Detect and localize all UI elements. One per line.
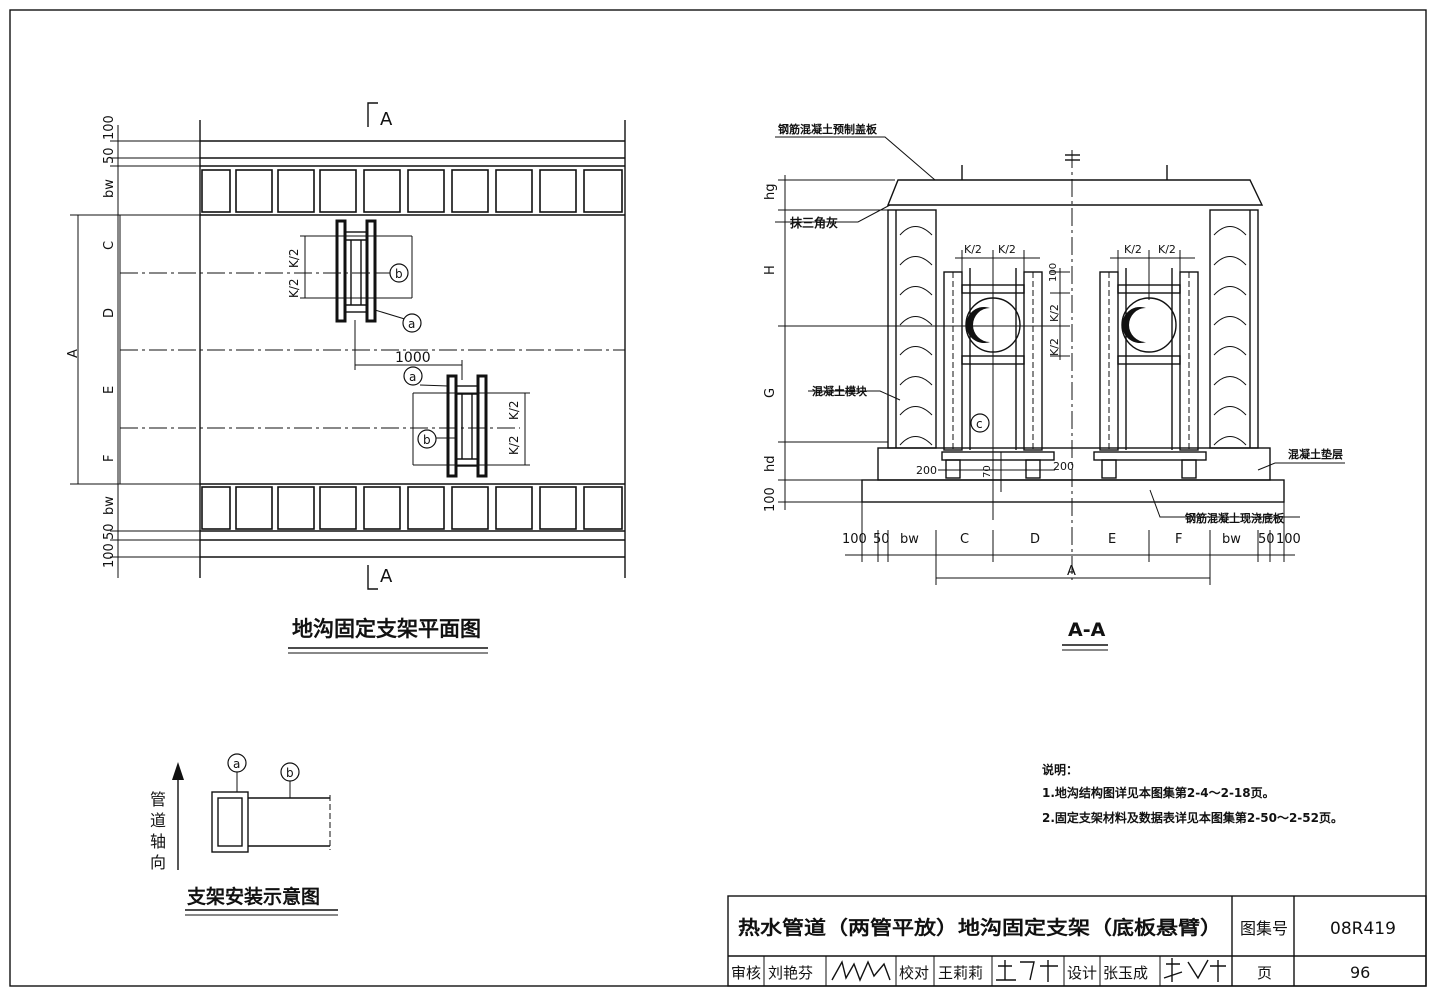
install-marker-a [227,753,247,773]
install-marker-b [280,762,300,782]
plan-dim-bw-top: bw [102,179,117,198]
section-dim-100: 100 [763,487,778,512]
page-label: 页 [1257,964,1272,982]
plan-dim-d: D [102,308,117,318]
plan-dim-e: E [102,386,117,394]
plan-dim-k4: K/2 [507,435,521,455]
section-mark-c: c [976,417,983,431]
plan-marker-b1 [389,263,409,283]
install-axis-1: 管 [150,790,166,809]
section-dim-a: A [1067,564,1076,579]
section-title: A-A [1068,619,1106,641]
review-name: 刘艳芬 [768,964,813,982]
label-cushion: 混凝土垫层 [1288,447,1343,461]
install-mark-a: a [233,757,240,771]
install-axis-2: 道 [150,811,166,830]
section-dim-k2-v2: K/2 [1048,338,1061,356]
notes-line-2: 2.固定支架材料及数据表详见本图集第2-50～2-52页。 [1042,810,1343,825]
section-dim-k2-v1: K/2 [1048,304,1061,322]
plan-dim-bw-bottom: bw [102,496,117,515]
section-dim-c: C [960,532,969,547]
section-dim-k2: K/2 [998,243,1016,256]
plan-marker-a1 [402,313,422,333]
section-dim-f: F [1175,532,1182,547]
check-label: 校对 [899,964,929,982]
plan-support-2 [412,374,530,478]
plan-mark-b1: b [395,267,403,281]
section-dim-e: E [1108,532,1116,547]
section-dim-70: 70 [982,465,993,478]
section-dim-k4: K/2 [1158,243,1176,256]
review-signature [831,960,891,982]
label-base: 钢筋混凝土现浇底板 [1185,511,1285,525]
plan-marker-b2 [417,429,437,449]
section-dim-200a: 200 [916,464,937,477]
section-dim-b50-r: 50 [1258,532,1275,547]
atlas-no: 08R419 [1330,919,1396,939]
plan-dim-k2: K/2 [287,278,301,298]
section-dim-d: D [1030,532,1040,547]
plan-mark-b2: b [423,433,431,447]
atlas-label: 图集号 [1240,919,1288,938]
section-dim-200b: 200 [1053,460,1074,473]
install-sketch [172,762,331,870]
plan-section-mark-top: A [380,109,393,130]
plan-bottom-blocks [201,486,623,530]
section-marker-c [970,413,990,433]
label-plaster: 抹三角灰 [790,215,838,230]
section-dim-hd: hd [763,456,778,473]
section-dim-b50-l: 50 [873,532,890,547]
design-name: 张玉成 [1103,964,1148,982]
plan-dim-50-bottom: 50 [102,523,117,540]
check-signature [996,960,1058,982]
section-dim-100-small: 100 [1048,263,1059,282]
plan-support-1 [300,219,413,370]
check-name: 王莉莉 [938,964,983,982]
section-dim-bw-l: bw [900,532,919,547]
section-dim-h: H [763,265,778,275]
plan-marker-a2 [403,366,423,386]
plan-dim-a: A [66,349,81,358]
section-view [775,136,1345,585]
section-dim-hg: hg [763,184,778,201]
plan-mark-a1: a [408,317,415,331]
install-axis-3: 轴 [150,832,166,851]
page-no: 96 [1350,963,1370,982]
install-title: 支架安装示意图 [186,885,320,908]
sheet-border [9,9,1427,987]
section-dim-b100-l: 100 [842,532,867,547]
plan-mark-a2: a [409,370,416,384]
label-cover: 钢筋混凝土预制盖板 [778,122,878,136]
notes-line-1: 1.地沟结构图详见本图集第2-4～2-18页。 [1042,785,1275,800]
plan-dim-k1: K/2 [287,248,301,268]
design-signature [1163,958,1226,982]
section-dim-k3: K/2 [1124,243,1142,256]
section-support-left [941,268,1055,479]
notes-heading: 说明： [1042,762,1078,777]
title-block-title: 热水管道（两管平放）地沟固定支架（底板悬臂） [738,916,1222,939]
section-dim-b100-r: 100 [1276,532,1301,547]
section-support-right [1093,268,1207,479]
section-dim-k1: K/2 [964,243,982,256]
plan-top-blocks [201,169,623,213]
label-block: 混凝土模块 [812,384,868,398]
section-dim-g: G [763,388,778,398]
title-block [727,895,1427,987]
install-axis-4: 向 [150,853,166,872]
plan-section-mark-bottom: A [380,566,393,587]
review-label: 审核 [731,964,761,982]
plan-title: 地沟固定支架平面图 [292,617,481,641]
plan-dim-k3: K/2 [507,400,521,420]
plan-dim-100-bottom: 100 [102,543,117,568]
plan-dim-1000: 1000 [395,350,431,366]
plan-view [70,102,626,590]
install-mark-b: b [286,766,294,780]
plan-dim-c: C [102,241,117,250]
plan-dim-f: F [102,455,117,462]
section-dim-bw-r: bw [1222,532,1241,547]
design-label: 设计 [1067,964,1097,982]
plan-dim-50-top: 50 [102,147,117,164]
plan-dim-100-top: 100 [102,115,117,140]
